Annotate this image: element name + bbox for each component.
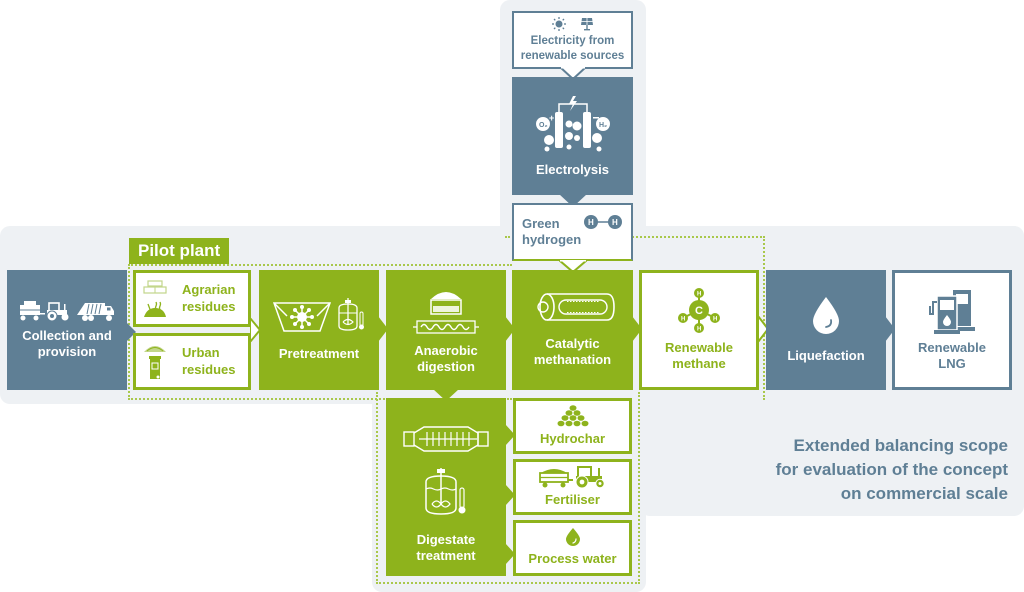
node-pretreatment-label: Pretreatment	[278, 345, 360, 361]
node-digestate[interactable]: Digestate treatment	[386, 398, 506, 576]
arrow-electrolysis-to-hydrogen	[559, 194, 587, 207]
node-green-hydrogen[interactable]: Green hydrogen	[512, 203, 633, 261]
node-anaerobic[interactable]: Anaerobic digestion	[386, 270, 506, 390]
pilot-plant-outline-bottom	[376, 392, 640, 584]
node-fertiliser[interactable]: Fertiliser	[513, 459, 632, 515]
arrow-methanation-to-methane	[632, 316, 642, 342]
electrolysis-cell-icon: + O₂ H₂	[535, 95, 610, 152]
node-process-water[interactable]: Process water	[513, 520, 632, 576]
node-renewable-lng-label-2: LNG	[938, 356, 966, 371]
node-anaerobic-label-2: digestion	[417, 359, 475, 374]
node-liquefaction-label: Liquefaction	[787, 347, 865, 363]
node-urban-text: Urban residues	[182, 345, 235, 378]
node-collection-label-1: Collection and	[22, 327, 112, 343]
svg-text:+: +	[549, 113, 554, 123]
tractor-spreader-icon	[538, 466, 605, 489]
pellet-pile-icon	[557, 405, 588, 427]
fuel-pump-icon	[929, 289, 975, 334]
node-electricity-label-2: renewable sources	[520, 49, 625, 62]
node-collection[interactable]: Collection and provision	[7, 270, 127, 390]
svg-text:H₂: H₂	[599, 122, 607, 129]
node-agrarian-text: Agrarian residues	[182, 282, 235, 315]
arrow-digestate-to-fertiliser	[505, 484, 515, 506]
solar-panel-icon	[580, 18, 593, 31]
pilot-plant-tag: Pilot plant	[129, 238, 229, 264]
svg-text:H: H	[697, 326, 701, 332]
stirred-reactor-icon	[338, 297, 364, 331]
arrow-digestate-to-hydrochar	[505, 424, 515, 446]
droplet-icon	[565, 528, 580, 547]
node-green-hydrogen-label-1: Green	[522, 215, 560, 231]
scope-caption-line-1: Extended balancing scope	[793, 436, 1008, 455]
arrow-liquefaction-to-lng	[885, 316, 895, 342]
scope-caption-line-3: on commercial scale	[840, 484, 1008, 503]
reactor-tube-icon	[536, 292, 615, 321]
arrow-collection-to-residues	[126, 322, 136, 342]
droplet-icon	[813, 296, 839, 334]
scope-caption-line-2: for evaluation of the concept	[775, 460, 1008, 479]
node-catalytic[interactable]: Catalytic methanation	[512, 270, 633, 390]
digester-dome-icon	[413, 291, 479, 334]
node-electrolysis[interactable]: + O₂ H₂ Electrolysis	[512, 77, 633, 195]
svg-text:C: C	[695, 305, 703, 317]
arrow-methane-to-liquefaction	[758, 316, 770, 342]
node-renewable-lng-label-1: Renewable	[918, 339, 986, 355]
electricity-icons	[551, 17, 594, 32]
sun-icon	[551, 17, 566, 32]
arrow-digestate-to-water	[505, 543, 515, 565]
node-renewable-methane-label-1: Renewable	[665, 339, 733, 355]
node-pretreatment[interactable]: Pretreatment	[259, 270, 379, 390]
node-agrarian-label-2: residues	[182, 298, 236, 314]
arrow-electricity-to-electrolysis	[560, 67, 586, 81]
node-renewable-lng[interactable]: Renewable LNG	[892, 270, 1012, 390]
node-fertiliser-label: Fertiliser	[545, 492, 600, 508]
arrow-hydrogen-to-methanation	[559, 260, 587, 274]
node-hydrochar-label: Hydrochar	[539, 430, 606, 446]
shredder-icon	[273, 302, 331, 332]
svg-text:H: H	[612, 218, 618, 227]
node-electricity[interactable]: Electricity from renewable sources	[512, 11, 633, 69]
node-urban-label-1: Urban	[182, 345, 220, 361]
node-anaerobic-label-1: Anaerobic	[414, 342, 478, 358]
node-green-hydrogen-label-2: hydrogen	[522, 232, 582, 247]
node-catalytic-label-2: methanation	[533, 352, 612, 367]
node-collection-label-2: provision	[37, 344, 97, 359]
node-digestate-label-1: Digestate	[416, 532, 476, 547]
decanter-centrifuge-icon	[403, 426, 489, 452]
svg-text:H: H	[697, 291, 701, 297]
arrow-digestion-to-methanation	[505, 316, 515, 342]
svg-text:H: H	[681, 316, 685, 322]
node-renewable-methane-label-2: methane	[672, 356, 726, 371]
hay-bales-icon	[143, 279, 167, 317]
node-digestate-label-2: treatment	[416, 548, 476, 564]
pilot-plant-outline-right	[505, 236, 765, 400]
node-electricity-label-1: Electricity from	[530, 35, 615, 48]
arrow-pretreatment-to-digestion	[378, 316, 388, 342]
svg-text:O₂: O₂	[539, 122, 548, 129]
node-process-water-label: Process water	[528, 551, 617, 567]
node-renewable-methane[interactable]: C H H H H Renewable methane	[639, 270, 759, 390]
node-electrolysis-label: Electrolysis	[536, 161, 609, 177]
node-urban[interactable]: Urban residues	[133, 333, 251, 390]
tractor-trailer-icon	[20, 300, 69, 322]
garbage-truck-icon	[77, 302, 114, 321]
node-urban-label-2: residues	[182, 361, 236, 377]
waste-bin-icon	[144, 345, 166, 379]
node-agrarian-label-1: Agrarian	[182, 282, 236, 298]
stirred-reactor-icon	[425, 468, 466, 515]
hydrogen-molecule-icon: H H	[584, 215, 622, 229]
plug-flow-icon	[413, 320, 479, 334]
node-catalytic-label-1: Catalytic	[545, 335, 600, 351]
collection-icons	[19, 300, 115, 322]
node-agrarian[interactable]: Agrarian residues	[133, 270, 251, 327]
arrow-residues-to-pretreatment	[250, 318, 262, 342]
scope-caption: Extended balancing scope for evaluation …	[708, 434, 1008, 506]
svg-text:H: H	[588, 218, 594, 227]
pretreatment-icons	[273, 297, 365, 332]
methane-molecule-icon: C H H H H	[678, 287, 720, 333]
node-liquefaction[interactable]: Liquefaction	[766, 270, 886, 390]
node-hydrochar[interactable]: Hydrochar	[513, 398, 632, 454]
arrow-digestion-to-digestate	[433, 389, 459, 401]
svg-text:H: H	[713, 316, 717, 322]
